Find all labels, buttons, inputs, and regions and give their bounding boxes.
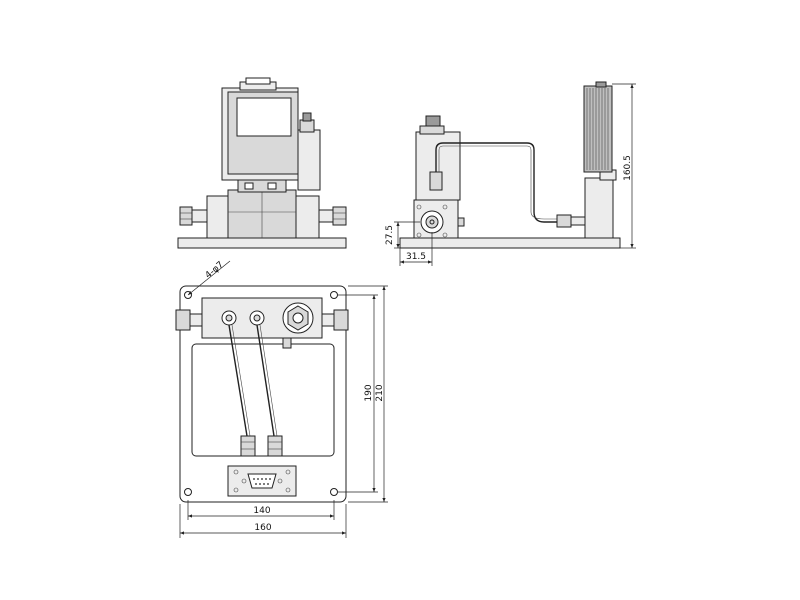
dim-140: 140 [253,506,270,516]
front-base-plate [177,237,347,249]
dim-210: 210 [375,384,385,401]
plan-fitting-left [240,435,256,457]
side-right-fitting [556,214,572,228]
plan-dsub-connector [247,473,277,489]
mount-hole-tr [330,291,338,299]
side-tube [435,142,557,223]
front-left-fitting-nut [179,206,193,226]
hole-leader [187,260,231,296]
mount-hole-br [330,488,338,496]
plan-tube-left [228,324,248,437]
plan-tube-right [256,324,275,437]
side-heatsink [583,85,613,173]
side-tube-fitting [429,171,443,191]
front-side-cover [297,129,321,191]
mount-hole-bl [184,488,192,496]
dim-160-5: 160.5 [623,155,633,181]
side-base-plate [399,237,621,249]
dim-190: 190 [364,384,374,401]
plan-right-fitting [333,309,349,331]
dim-hole-diameter: 4-φ7 [204,260,226,281]
side-view [394,81,636,266]
dim-160: 160 [254,523,271,533]
plan-view [175,260,388,538]
plan-left-fitting [175,309,191,331]
front-right-fitting-nut [332,206,347,226]
dim-31-5: 31.5 [406,252,426,262]
plan-fitting-right [267,435,283,457]
side-right-lower [584,177,614,239]
dim-27-5: 27.5 [385,225,395,245]
front-display-window [236,97,292,137]
front-view [177,77,347,249]
